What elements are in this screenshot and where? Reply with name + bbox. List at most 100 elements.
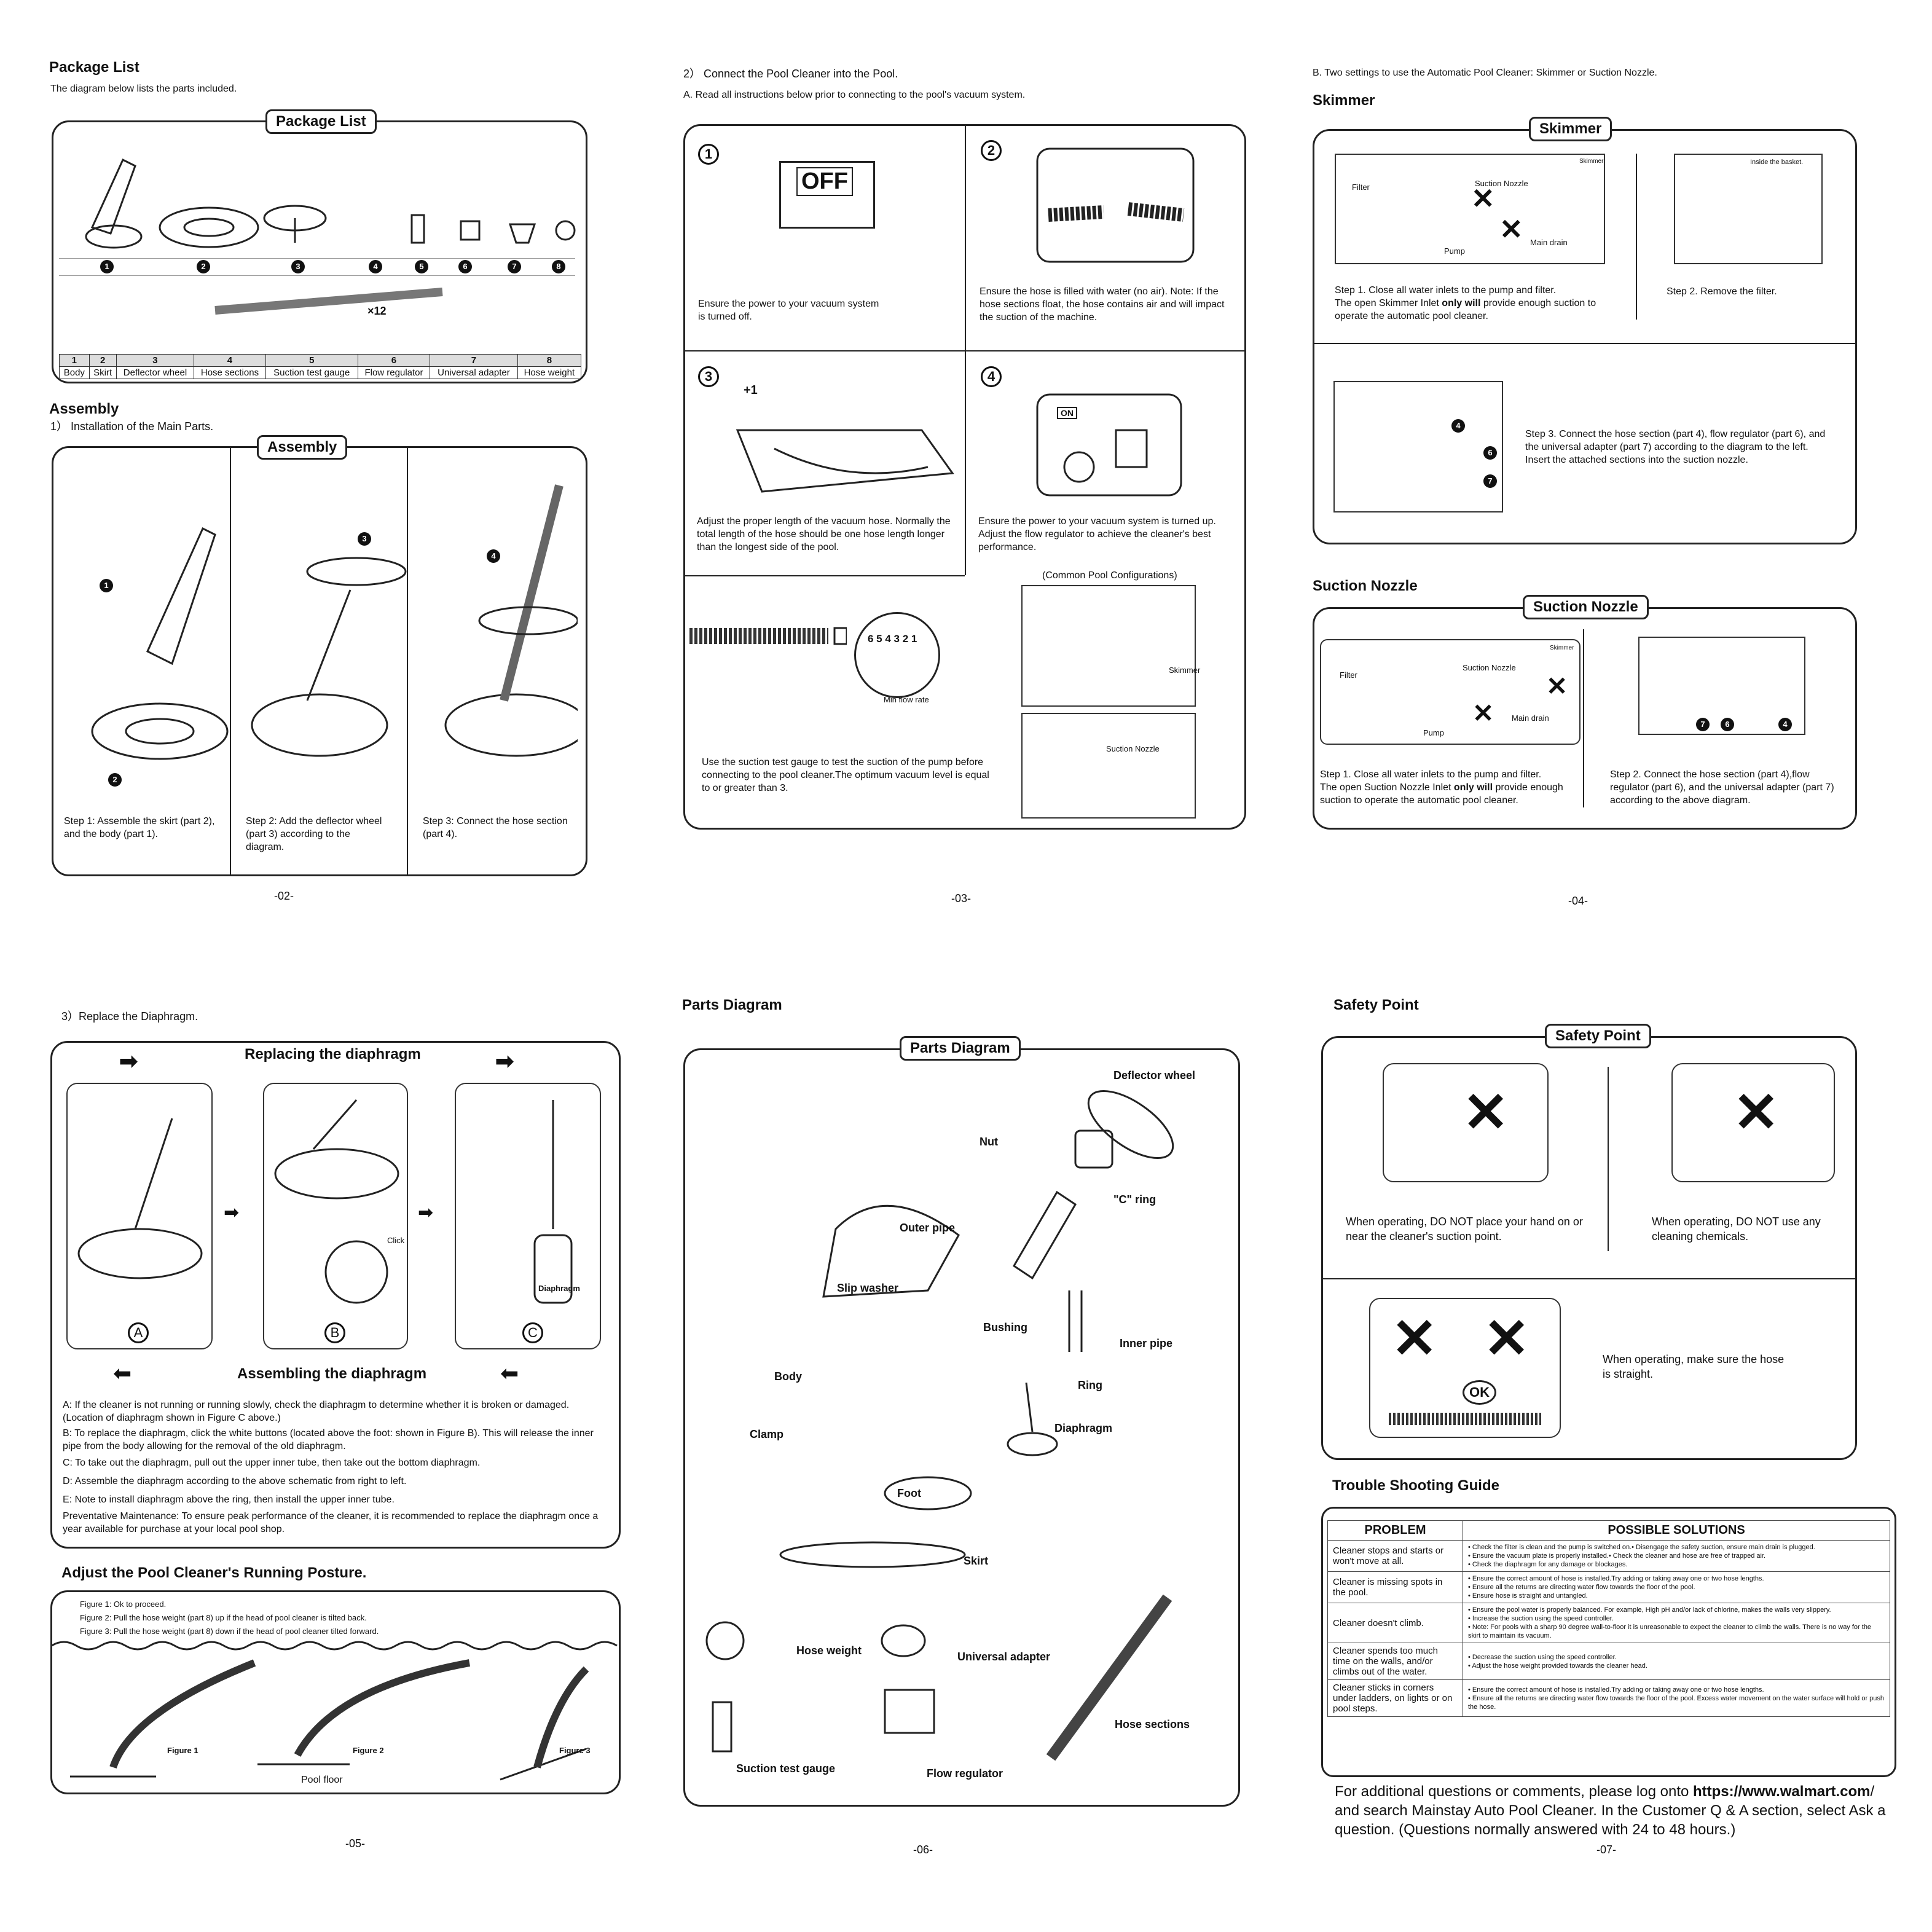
part-callout: 7 [1696, 718, 1710, 731]
page-number: -06- [913, 1844, 933, 1856]
instruction-maintenance: Preventative Maintenance: To ensure peak… [63, 1511, 599, 1534]
part-callout: 7 [1483, 474, 1497, 488]
solution-item: Note: For pools with a sharp 90 degree w… [1468, 1623, 1885, 1640]
label-inner-pipe: Inner pipe [1120, 1337, 1173, 1349]
table-row: Cleaner spends too much time on the wall… [1327, 1643, 1890, 1680]
parts-table-name: Skirt [88, 366, 117, 379]
package-list-tag: Package List [265, 109, 377, 134]
skimmer-connection-diagram [1333, 381, 1503, 512]
part-callout: 4 [1451, 419, 1465, 433]
arrow-left-icon: ⬅ [113, 1361, 132, 1386]
solution-item: Decrease the suction using the speed con… [1468, 1653, 1885, 1662]
hose-quantity: ×12 [367, 305, 387, 317]
divider [407, 447, 408, 875]
assembly-tag: Assembly [257, 435, 348, 460]
solution-item: Ensure hose is straight and untangled. [1468, 1592, 1885, 1600]
diaphragm-illustrations [77, 1099, 573, 1304]
part-number: 4 [369, 260, 382, 273]
col-problem: PROBLEM [1327, 1520, 1463, 1541]
instruction-b: B: To replace the diaphragm, click the w… [63, 1428, 594, 1451]
parts-table-name: Deflector wheel [116, 366, 195, 379]
safety-text-1: When operating, DO NOT place your hand o… [1346, 1215, 1583, 1243]
power-switch-panel [779, 161, 875, 229]
parts-table-name: Hose sections [194, 366, 266, 379]
page-number: -05- [345, 1837, 366, 1850]
basket-label: Inside the basket. [1750, 159, 1804, 166]
ok-badge: OK [1463, 1380, 1496, 1405]
support-link[interactable]: https://www.walmart.com [1693, 1783, 1871, 1800]
label-bushing: Bushing [983, 1321, 1027, 1333]
on-label: ON [1057, 407, 1077, 419]
label-nut: Nut [980, 1136, 998, 1148]
skimmer-step-1-bold: only will [1442, 298, 1481, 308]
parts-table-num: 4 [194, 354, 266, 367]
diaphragm-label: Diaphragm [538, 1284, 580, 1293]
figure-2-label: Figure 2 [353, 1746, 384, 1755]
label-outer-pipe: Outer pipe [900, 1222, 956, 1234]
arrow-right-icon: ➡ [418, 1203, 434, 1223]
step-number: 4 [981, 366, 1002, 387]
blocked-x-icon: ✕ [1472, 699, 1494, 728]
solution-item: Ensure the vacuum plate is properly inst… [1468, 1552, 1885, 1560]
settings-intro: B. Two settings to use the Automatic Poo… [1313, 68, 1657, 78]
plus-one-label: +1 [744, 383, 758, 397]
click-label: Click [387, 1236, 405, 1245]
parts-table-num: 3 [116, 354, 195, 367]
part-callout: 6 [1721, 718, 1734, 731]
blocked-x-icon: ✕ [1499, 213, 1523, 245]
divider [685, 350, 1245, 351]
solution-item: Ensure the correct amount of hose is ins… [1468, 1574, 1885, 1583]
step-number: 3 [698, 366, 719, 387]
part-number: 3 [291, 260, 305, 273]
hose-gauge-illustration [689, 627, 847, 645]
part-callout: 3 [358, 532, 371, 546]
solution-item: Ensure all the returns are directing wat… [1468, 1694, 1885, 1711]
prohibited-x-icon: ✕ [1733, 1082, 1780, 1144]
skimmer-heading: Skimmer [1313, 92, 1375, 109]
filter-label: Filter [1352, 183, 1370, 192]
safety-point-tag: Safety Point [1545, 1024, 1651, 1048]
posture-figure-list: Figure 1: Ok to proceed. Figure 2: Pull … [80, 1598, 379, 1638]
diaphragm-box [50, 1041, 621, 1549]
instruction-a: A: If the cleaner is not running or runn… [63, 1400, 570, 1423]
skimmer-config [1021, 585, 1196, 707]
page-number: -03- [951, 892, 972, 905]
step-number: 1 [698, 144, 719, 165]
skimmer-step-1a: Step 1. Close all water inlets to the pu… [1335, 285, 1557, 296]
pool-hose-length-illustration [736, 429, 954, 493]
divider [1322, 1278, 1856, 1279]
arrow-right-icon: ➡ [224, 1203, 240, 1223]
part-number: 7 [508, 260, 521, 273]
posture-fig-1: Figure 1: Ok to proceed. [80, 1600, 167, 1609]
part-number: 8 [552, 260, 565, 273]
divider [1314, 343, 1856, 344]
main-drain-label: Main drain [1530, 238, 1568, 247]
page-number: -07- [1596, 1844, 1617, 1856]
safety-hose-figure [1369, 1298, 1561, 1438]
skimmer-step-2: Step 2. Remove the filter. [1667, 286, 1777, 297]
straight-hose-icon [1389, 1413, 1541, 1425]
label-hose-weight: Hose weight [796, 1644, 862, 1657]
figure-c [455, 1083, 601, 1349]
step-3-text: Adjust the proper length of the vacuum h… [697, 516, 951, 552]
pool-config-title: (Common Pool Configurations) [1042, 570, 1177, 581]
divider [1608, 1067, 1609, 1251]
label-c-ring: "C" ring [1113, 1193, 1156, 1206]
parts-table-name: Flow regulator [357, 366, 431, 379]
nozzle-step-1b: The open Suction Nozzle Inlet [1320, 782, 1454, 793]
instruction-e: E: Note to install diaphragm above the r… [63, 1494, 395, 1505]
nozzle-config [1021, 713, 1196, 819]
gauge-text: Use the suction test gauge to test the s… [702, 757, 989, 793]
part-callout: 6 [1483, 446, 1497, 460]
step-2-text: Ensure the hose is filled with water (no… [980, 286, 1225, 323]
figure-b [263, 1083, 408, 1349]
label-flow-regulator: Flow regulator [927, 1767, 1003, 1780]
label-clamp: Clamp [750, 1428, 784, 1440]
diaphragm-instructions: A: If the cleaner is not running or runn… [63, 1399, 603, 1536]
parts-table-name: Universal adapter [430, 366, 518, 379]
step-1-text: Ensure the power to your vacuum system i… [698, 299, 879, 322]
instruction-d: D: Assemble the diaphragm according to t… [63, 1476, 407, 1486]
prohibited-x-icon: ✕ [1463, 1082, 1509, 1144]
connect-subtitle: A. Read all instructions below prior to … [683, 90, 1026, 100]
troubleshooting-box [1321, 1507, 1896, 1777]
